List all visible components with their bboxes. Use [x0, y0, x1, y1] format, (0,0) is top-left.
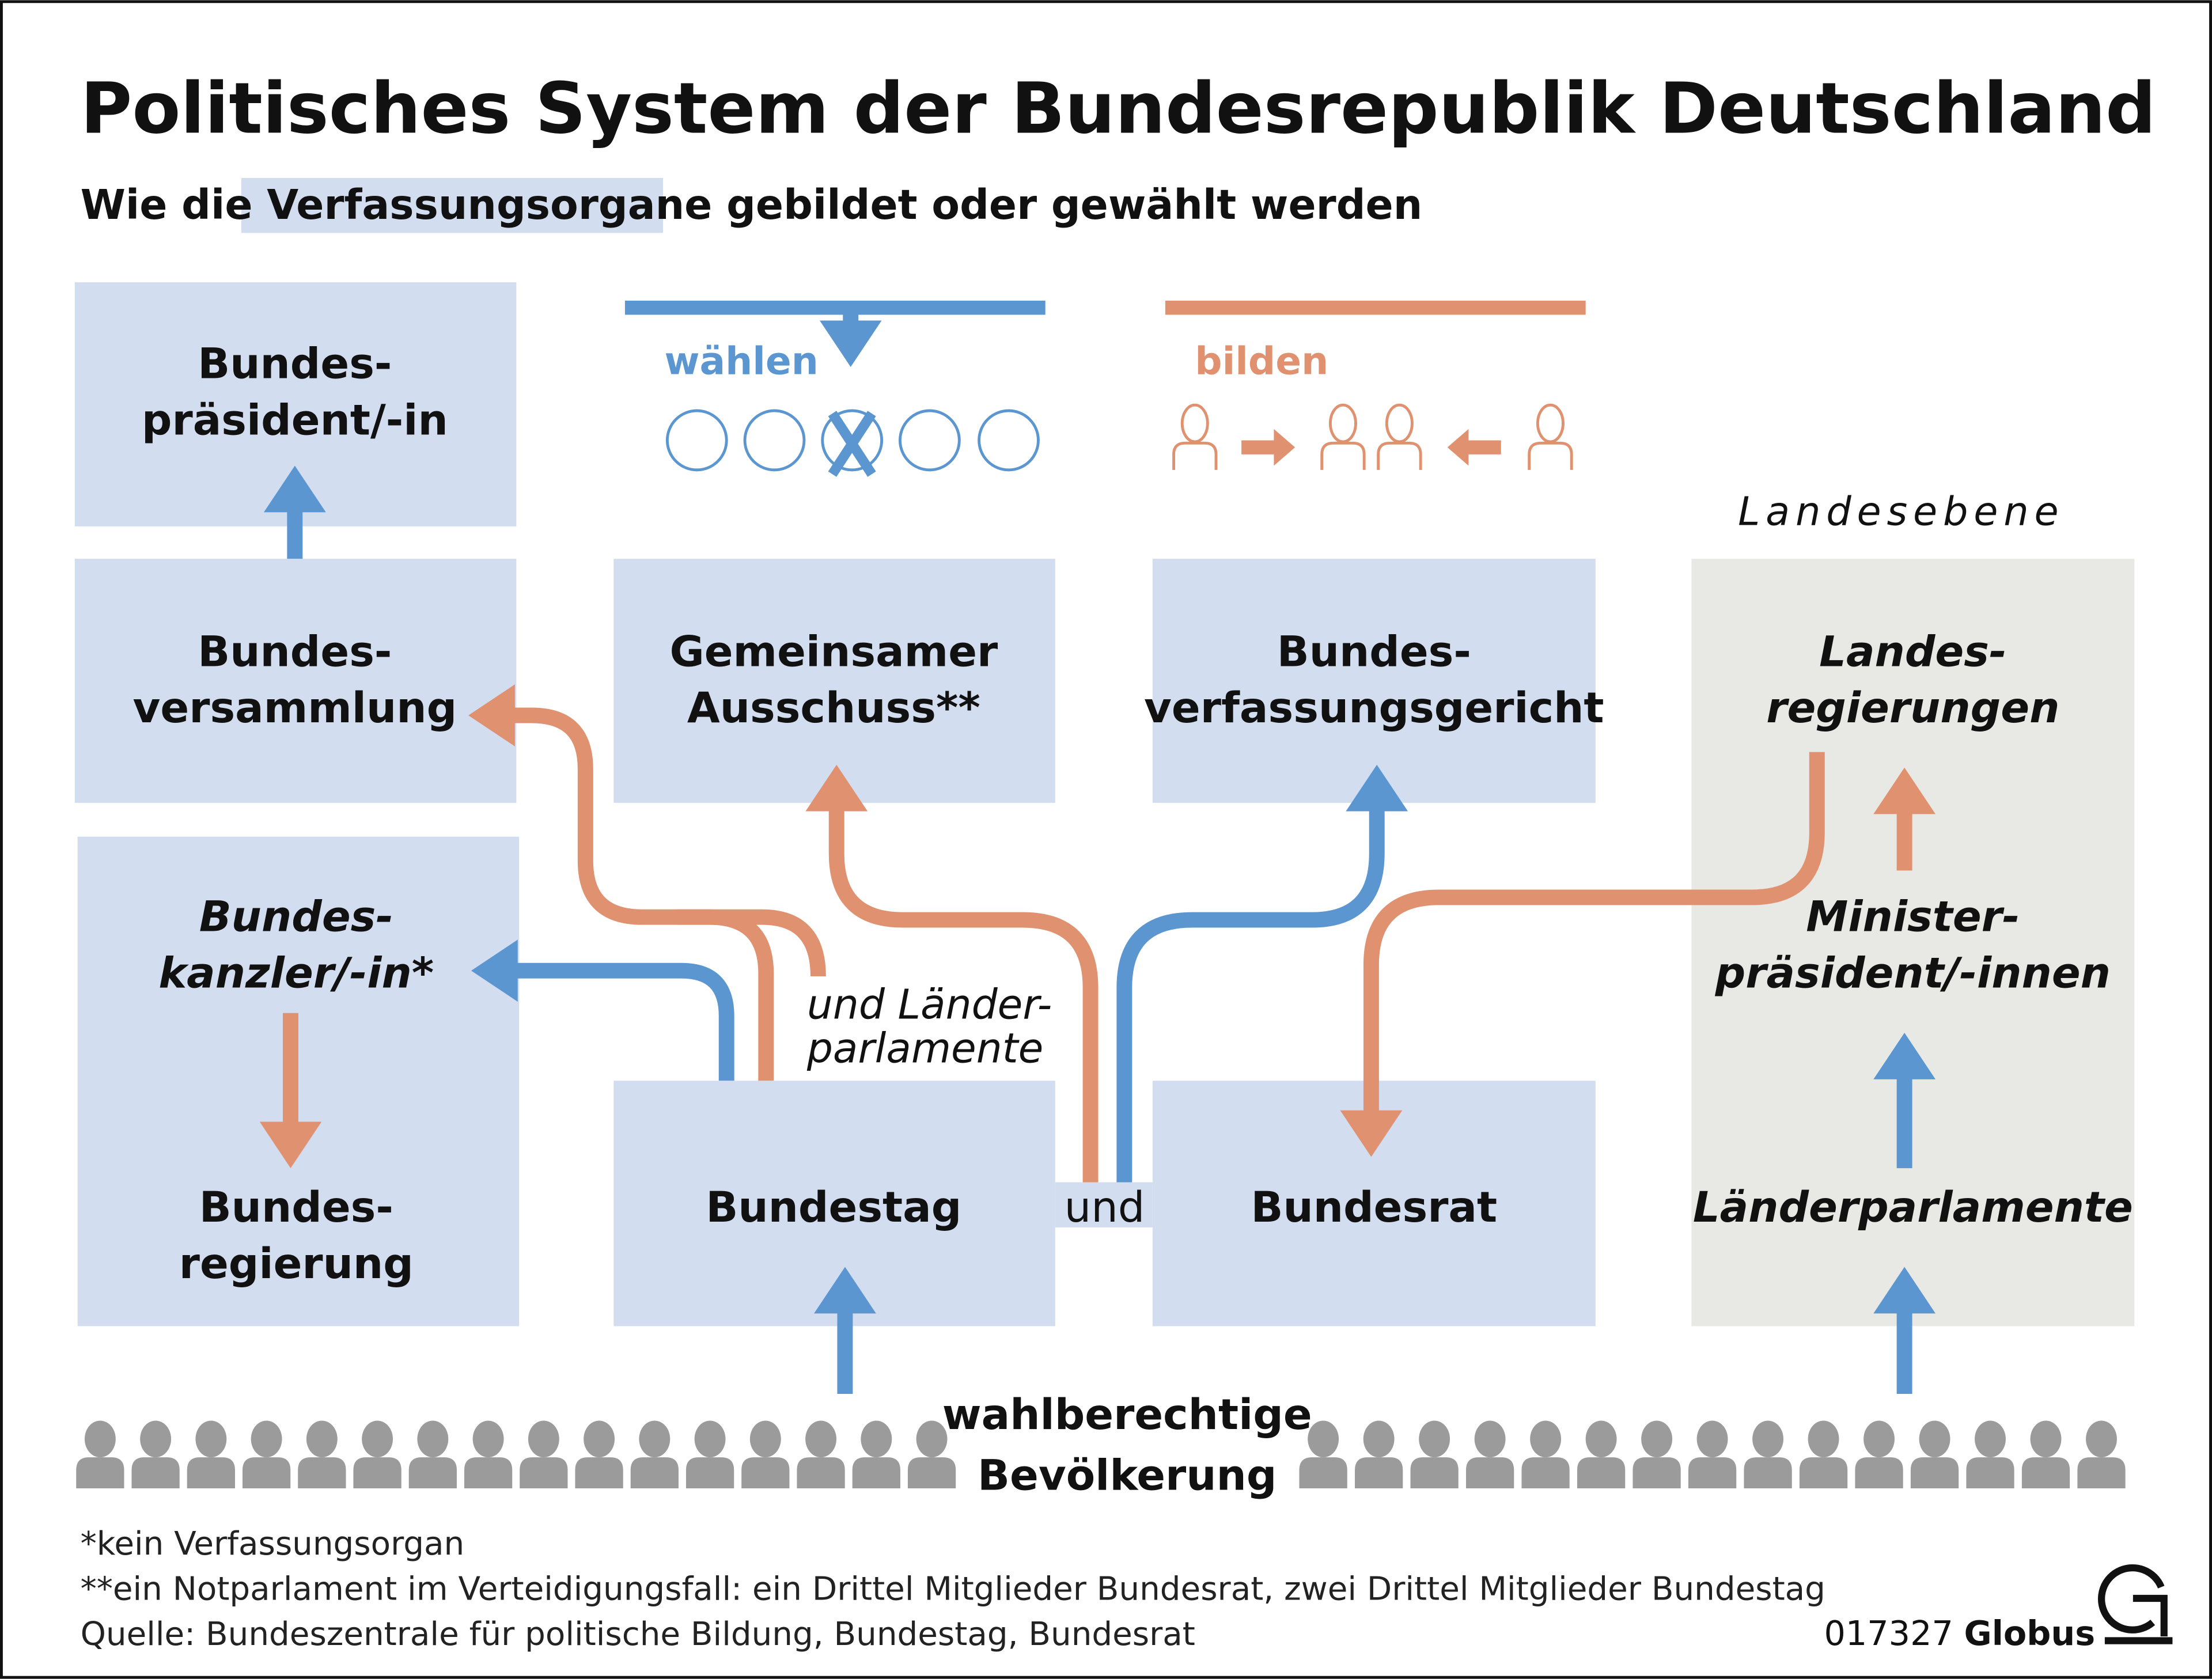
- legend-form-label: bilden: [1195, 339, 1328, 383]
- person-icon: [1577, 1420, 1626, 1489]
- person-icon: [76, 1420, 124, 1489]
- page-title: Politisches System der Bundesrepublik De…: [81, 67, 2156, 150]
- box-bundesversammlung: Bundes- versammlung: [74, 559, 517, 803]
- svg-text:präsident/-in: präsident/-in: [142, 396, 448, 445]
- box-bundesverfassungsgericht: Bundes- verfassungsgericht: [1144, 559, 1604, 803]
- box-gemeinsamer-ausschuss: Gemeinsamer Ausschuss**: [613, 559, 1055, 803]
- people-forming-icon: [1172, 403, 1573, 470]
- person-icon: [1688, 1420, 1737, 1489]
- arrow-bt-to-bk: [471, 939, 734, 1081]
- person-icon: [1465, 1420, 1514, 1489]
- person-icon: [1355, 1420, 1403, 1489]
- box-landesregierungen: Landes- regierungen: [1766, 627, 2059, 733]
- svg-text:Minister-: Minister-: [1806, 893, 2020, 942]
- ballot-circles-icon: [665, 409, 1040, 477]
- svg-text:regierungen: regierungen: [1766, 684, 2059, 733]
- arrow-bt-br-to-bvg: [1116, 764, 1408, 1182]
- person-icon: [1633, 1420, 1681, 1489]
- person-icon: [408, 1420, 457, 1489]
- person-icon: [242, 1420, 291, 1489]
- svg-text:Bundes-: Bundes-: [198, 627, 392, 676]
- svg-text:regierung: regierung: [179, 1240, 414, 1288]
- person-icon: [520, 1420, 568, 1489]
- person-icon: [2077, 1420, 2126, 1489]
- bundesrat-label: Bundesrat: [1251, 1183, 1498, 1232]
- state-level-panel: [1691, 559, 2135, 1326]
- state-level-label: Landesebene: [1738, 488, 2064, 535]
- box-ministerpraesidenten: Minister- präsident/-innen: [1715, 893, 2111, 998]
- svg-text:Gemeinsamer: Gemeinsamer: [669, 627, 998, 676]
- arrow-bt-to-bv: [468, 684, 774, 1081]
- person-icon: [630, 1420, 679, 1489]
- box-bundeskanzler-regierung: [77, 836, 520, 1326]
- svg-text:Bundes-: Bundes-: [199, 893, 393, 942]
- person-icon: [852, 1420, 900, 1489]
- svg-text:Bundes-: Bundes-: [198, 340, 392, 389]
- credit: 017327 Globus: [1824, 1613, 2096, 1653]
- person-icon: [353, 1420, 402, 1489]
- und-laenderparlamente-2: parlamente: [806, 1024, 1043, 1072]
- box-laenderparlamente: Länderparlamente: [1693, 1183, 2133, 1232]
- person-icon: [298, 1420, 346, 1489]
- person-icon: [2021, 1420, 2070, 1489]
- legend-elect-label: wählen: [664, 339, 818, 383]
- person-icon: [1410, 1420, 1459, 1489]
- source-note: Quelle: Bundeszentrale für politische Bi…: [81, 1616, 1195, 1653]
- arrow-lr-to-br: [1340, 752, 1825, 1157]
- legend-elect: wählen: [624, 300, 1046, 477]
- subtitle-highlight: [241, 177, 664, 233]
- person-icon: [797, 1420, 845, 1489]
- person-icon: [187, 1420, 235, 1489]
- svg-text:präsident/-innen: präsident/-innen: [1715, 949, 2111, 998]
- box-bundesregierung: Bundes- regierung: [179, 1183, 414, 1288]
- bundestag-label: Bundestag: [706, 1183, 961, 1232]
- connector-und: und: [1065, 1183, 1145, 1232]
- person-icon: [1799, 1420, 1848, 1489]
- person-icon: [685, 1420, 734, 1489]
- person-icon: [1910, 1420, 1959, 1489]
- person-icon: [1966, 1420, 2014, 1489]
- person-icon: [1744, 1420, 1792, 1489]
- svg-text:Landes-: Landes-: [1819, 627, 2006, 676]
- person-icon: [1855, 1420, 1903, 1489]
- person-icon: [131, 1420, 180, 1489]
- box-bundespraesident: Bundes- präsident/-in: [74, 282, 517, 526]
- legend-form: bilden: [1165, 300, 1586, 470]
- arrow-bt-br-to-ga: [805, 764, 1099, 1182]
- svg-text:versammlung: versammlung: [133, 684, 457, 733]
- person-icon: [575, 1420, 623, 1489]
- und-laenderparlamente-1: und Länder-: [807, 981, 1052, 1029]
- person-icon: [741, 1420, 790, 1489]
- person-icon: [907, 1420, 956, 1489]
- population-icons: [76, 1420, 2126, 1489]
- svg-text:Bundes-: Bundes-: [1277, 627, 1471, 676]
- subtitle: Wie die Verfassungsorgane gebildet oder …: [81, 181, 1423, 229]
- svg-text:Ausschuss**: Ausschuss**: [687, 684, 980, 733]
- person-icon: [1299, 1420, 1347, 1489]
- population-label-1: wahlberechtige: [942, 1390, 1312, 1439]
- svg-text:verfassungsgericht: verfassungsgericht: [1144, 684, 1604, 733]
- person-icon: [464, 1420, 513, 1489]
- arrow-lp-to-bv: [677, 909, 826, 977]
- svg-text:Bundes-: Bundes-: [199, 1183, 393, 1232]
- globus-logo-icon: [2098, 1564, 2173, 1644]
- connector-strip: [1055, 1182, 1153, 1227]
- svg-text:kanzler/-in*: kanzler/-in*: [158, 949, 434, 998]
- box-bundeskanzler: Bundes- kanzler/-in*: [158, 893, 434, 998]
- person-icon: [1521, 1420, 1570, 1489]
- population-label-2: Bevölkerung: [978, 1451, 1277, 1500]
- footnote-1: *kein Verfassungsorgan: [81, 1525, 465, 1563]
- footnote-2: **ein Notparlament im Verteidigungsfall:…: [81, 1570, 1825, 1608]
